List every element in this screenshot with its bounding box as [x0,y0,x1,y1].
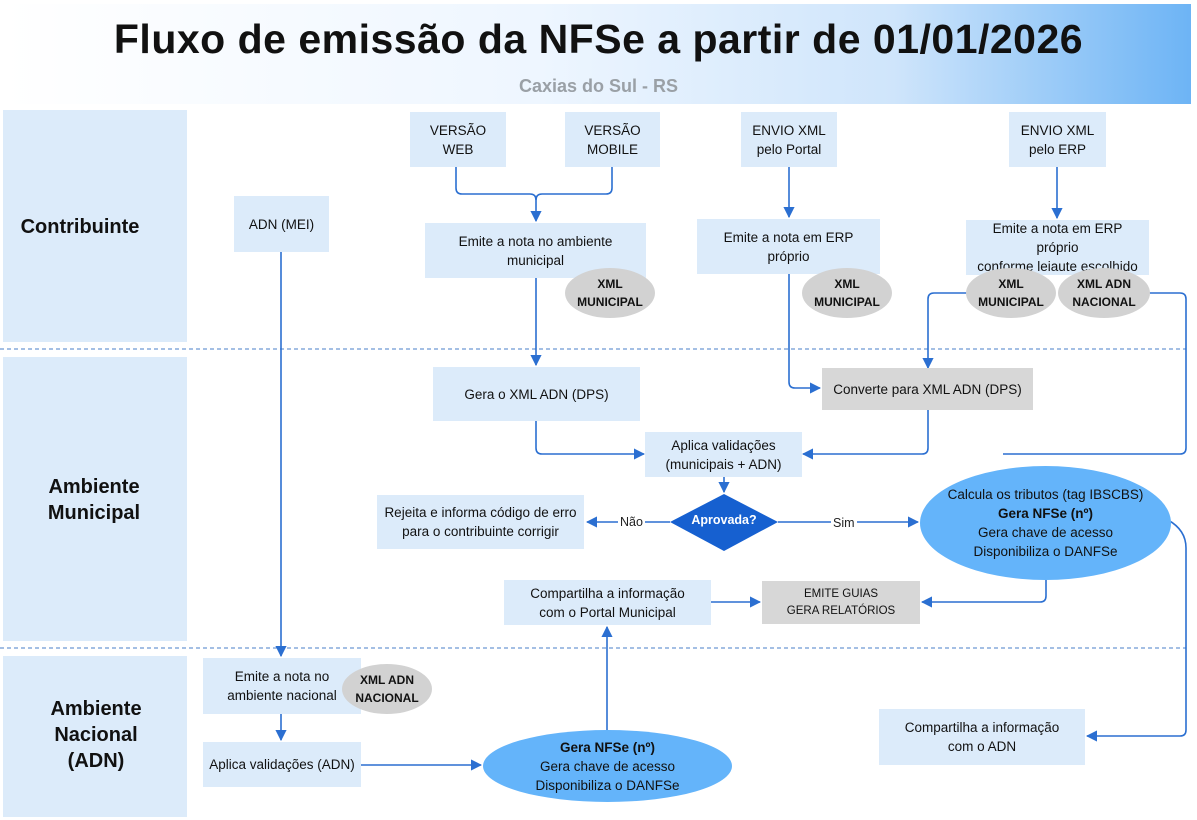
lane-ambiente-municipal [3,357,187,641]
edge-label-sim: Sim [831,516,857,530]
lane-label-contribuinte: Contribuinte [20,216,140,238]
node-emite-erp-proprio: Emite a nota em ERP próprio [697,219,880,274]
lane-ambiente-nacional [3,656,187,817]
header-banner [4,4,1191,104]
page-subtitle: Caxias do Sul - RS [518,76,679,96]
node-gera-nfse-nacional: Gera NFSe (nº) Gera chave de acesso Disp… [483,730,732,802]
decision-diamond [670,494,778,551]
node-adn-mei: ADN (MEI) [234,196,329,252]
page-title: Fluxo de emissão da NFSe a partir de 01/… [113,16,1084,62]
node-gera-xml-adn: Gera o XML ADN (DPS) [433,367,640,421]
decision-label: Aprovada? [691,513,757,527]
lane-contribuinte [3,110,187,342]
edge-label-nao: Não [618,515,645,529]
node-converte-xml-adn: Converte para XML ADN (DPS) [822,368,1033,410]
node-calcula-tributos: Calcula os tributos (tag IBSCBS) Gera NF… [920,466,1171,580]
node-aplica-validacoes-adn: Aplica validações (ADN) [203,742,361,787]
node-aplica-validacoes: Aplica validações(municipais + ADN) [645,432,802,477]
